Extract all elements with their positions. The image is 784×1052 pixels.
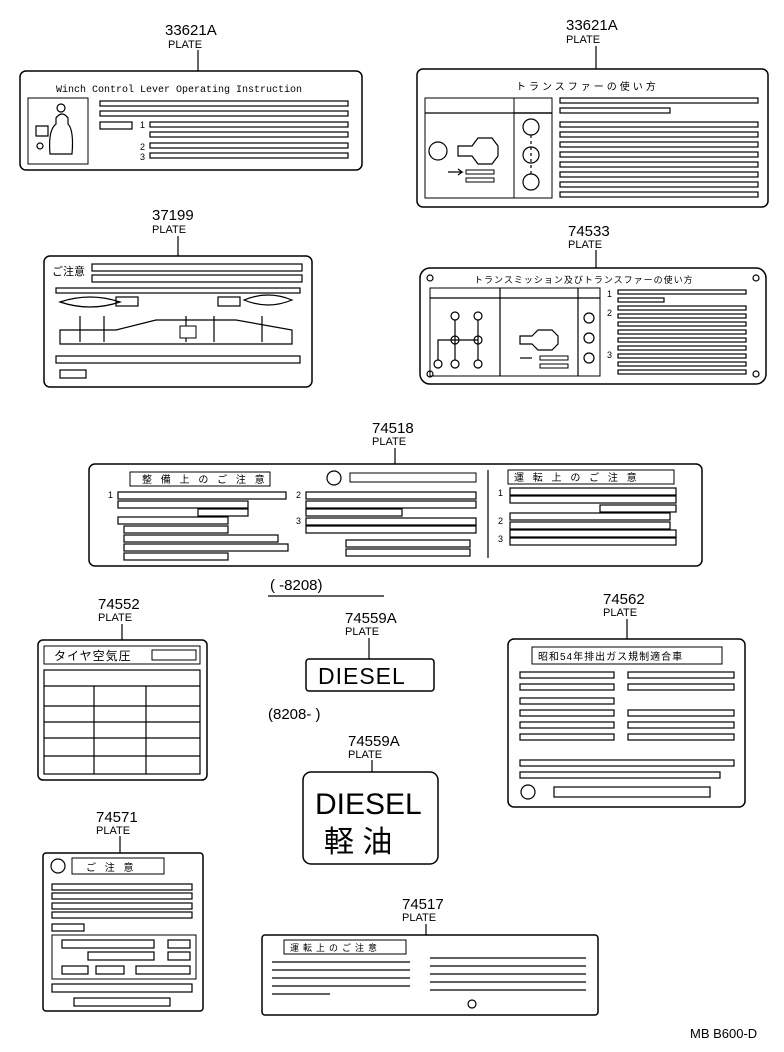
plate-heading: 運転上のご注意 [290, 942, 381, 953]
plate-outline [305, 658, 435, 692]
diesel-label: DIESEL [318, 663, 406, 689]
plate-74518: 74518 PLATE 整 備 上 の ご 注 意 運 転 上 の ご 注 意 … [88, 420, 703, 567]
part-name: PLATE [96, 825, 130, 837]
plate-outline [37, 639, 208, 781]
step-label: 1 [498, 488, 503, 498]
part-number: 74559A [348, 733, 400, 750]
plate-heading: 昭和54年排出ガス規制適合車 [538, 650, 683, 663]
part-number: 74571 [96, 809, 138, 826]
plate-74517: 74517 PLATE 運転上のご注意 [261, 896, 599, 1016]
plate-33621a-winch: 33621A PLATE Winch Control Lever Operati… [19, 22, 363, 171]
part-number: 74518 [372, 420, 414, 437]
part-name: PLATE [372, 436, 406, 448]
step-label: 2 [140, 142, 145, 152]
plate-74552: 74552 PLATE タイヤ空気圧 [37, 596, 208, 781]
part-name: PLATE [402, 912, 436, 924]
plate-heading: ご 注 意 [86, 861, 137, 874]
part-name: PLATE [345, 626, 379, 638]
plate-heading: Winch Control Lever Operating Instructio… [56, 84, 302, 96]
plate-heading: トランスファーの使い方 [516, 80, 659, 93]
plate-74533: 74533 PLATE トランスミッション及びトランスファーの使い方 1 2 3 [419, 223, 767, 385]
step-label: 1 [108, 490, 113, 500]
plate-outline [302, 771, 439, 865]
step-label: 3 [296, 516, 301, 526]
range-from: (8208- ) [268, 706, 321, 723]
step-label: 2 [498, 516, 503, 526]
step-label: 3 [140, 152, 145, 162]
plate-heading: ご注意 [52, 264, 85, 278]
lever-pictogram [27, 97, 89, 165]
step-label: 1 [140, 120, 145, 130]
range-upto: ( -8208) [270, 577, 323, 594]
plate-74571: 74571 PLATE ご 注 意 [42, 809, 204, 1012]
part-name: PLATE [603, 607, 637, 619]
plate-74562: 74562 PLATE 昭和54年排出ガス規制適合車 [507, 591, 746, 808]
part-name: PLATE [168, 39, 202, 51]
part-number: 33621A [165, 22, 217, 39]
part-number: 74533 [568, 223, 610, 240]
plate-outline [261, 934, 599, 1016]
part-name: PLATE [348, 749, 382, 761]
part-number: 74552 [98, 596, 140, 613]
plate-heading: トランスミッション及びトランスファーの使い方 [474, 274, 694, 285]
step-label: 3 [498, 534, 503, 544]
part-number: 37199 [152, 207, 194, 224]
diagram-code: MB B600-D [690, 1026, 757, 1041]
part-number: 74562 [603, 591, 645, 608]
plate-74559a-small: 74559A PLATE DIESEL [305, 610, 435, 692]
step-label: 2 [296, 490, 301, 500]
plate-heading-left: 整 備 上 の ご 注 意 [142, 473, 268, 486]
part-number: 74559A [345, 610, 397, 627]
plate-37199: 37199 PLATE ご注意 [43, 207, 313, 388]
diesel-label: DIESEL [315, 788, 422, 821]
step-label: 2 [607, 308, 612, 318]
part-name: PLATE [152, 224, 186, 236]
part-name: PLATE [98, 612, 132, 624]
fuel-label: 軽 油 [324, 826, 392, 859]
plate-74559a-large: 74559A PLATE DIESEL 軽 油 [302, 733, 439, 865]
plate-heading: タイヤ空気圧 [54, 648, 132, 663]
plate-33621a-transfer: 33621A PLATE トランスファーの使い方 [416, 17, 769, 208]
part-number: 33621A [566, 17, 618, 34]
part-number: 74517 [402, 896, 444, 913]
part-name: PLATE [566, 34, 600, 46]
plate-heading-right: 運 転 上 の ご 注 意 [514, 471, 640, 484]
part-name: PLATE [568, 239, 602, 251]
step-label: 3 [607, 350, 612, 360]
step-label: 1 [607, 289, 612, 299]
